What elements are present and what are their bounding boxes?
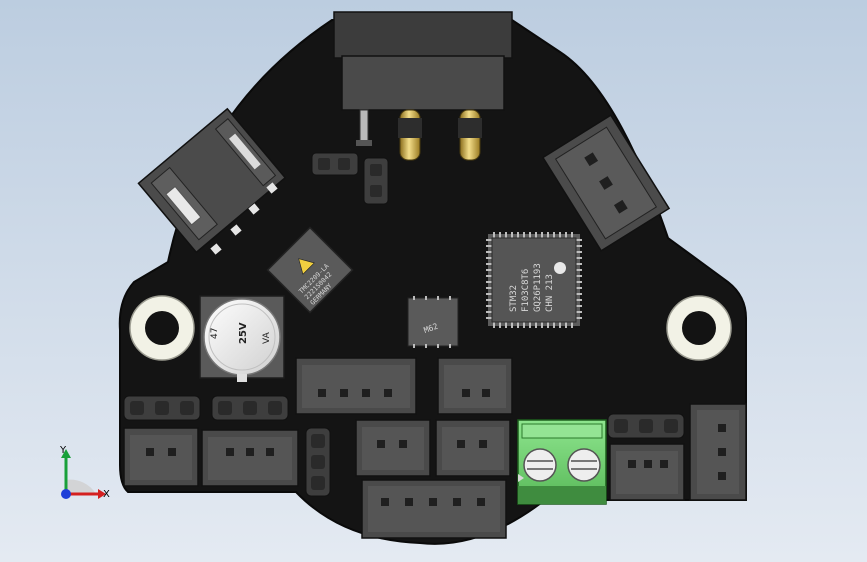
- driver-chip: TMC2209-LA 2221S0042 GERMANY: [266, 226, 354, 314]
- mcu-chip-line-2: F103C8T6: [521, 269, 531, 312]
- connector-2pin-bottom-center-b: [435, 419, 511, 477]
- mcu-chip-line-4: CHN 213: [545, 274, 555, 312]
- electrolytic-capacitor: 47 25V VA: [199, 295, 285, 382]
- angled-connector-left: [137, 107, 287, 254]
- jumper-header-top: [311, 152, 389, 205]
- axis-y-label: Y: [59, 445, 67, 456]
- axis-x-label: X: [103, 489, 110, 500]
- screw-terminal-block: [517, 419, 607, 505]
- pin-header-vertical: [305, 427, 331, 497]
- mcu-chip-line-3: GQ26P1193: [533, 263, 543, 312]
- pin-header-right: [607, 413, 685, 439]
- connector-2pin-bottom-left: [123, 427, 199, 487]
- small-chip: M62: [407, 296, 459, 348]
- mounting-hole-right: [666, 295, 732, 361]
- connector-3pin-bottom-left: [201, 429, 299, 487]
- power-connector: [333, 11, 513, 161]
- mounting-hole-left: [129, 295, 195, 361]
- capacitor-label-1: 47: [210, 328, 220, 339]
- angled-connector-right: [541, 114, 671, 252]
- pin-header-left-2: [211, 395, 289, 421]
- connector-2pin-middle: [437, 357, 513, 415]
- capacitor-label-3: VA: [262, 331, 272, 344]
- connector-3pin-vertical-right: [689, 403, 747, 501]
- connector-3pin-bottom-right: [609, 443, 685, 501]
- capacitor-label-2: 25V: [238, 322, 249, 344]
- connector-2pin-bottom-center-a: [355, 419, 431, 477]
- mcu-chip-line-1: STM32: [509, 285, 519, 312]
- connector-5pin-bottom: [361, 479, 507, 539]
- axis-triad: Y X: [59, 445, 110, 500]
- mcu-chip: STM32 F103C8T6 GQ26P1193 CHN 213: [486, 232, 582, 328]
- connector-4pin-middle: [295, 357, 417, 415]
- pin-header-left-1: [123, 395, 201, 421]
